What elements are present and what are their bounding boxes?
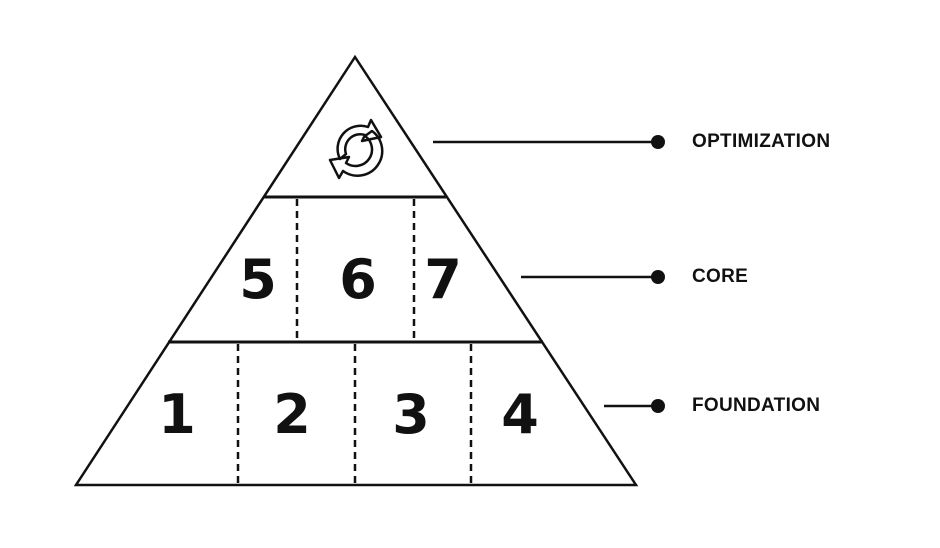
label-optimization: OPTIMIZATION (692, 131, 830, 152)
foundation-number-2: 2 (273, 383, 311, 446)
core-number-5: 5 (239, 248, 277, 311)
callout-core (521, 270, 665, 284)
callout-dot-optimization (651, 135, 665, 149)
callout-foundation (604, 399, 665, 413)
core-number-6: 6 (339, 248, 377, 311)
foundation-number-4: 4 (501, 383, 539, 446)
foundation-number-3: 3 (392, 383, 430, 446)
callout-optimization (433, 135, 665, 149)
pyramid-outline (73, 54, 639, 487)
foundation-number-1: 1 (158, 383, 196, 446)
callout-dot-core (651, 270, 665, 284)
refresh-cycle-icon (328, 118, 384, 180)
label-core: CORE (692, 266, 748, 287)
core-number-7: 7 (424, 248, 462, 311)
callout-dot-foundation (651, 399, 665, 413)
label-foundation: FOUNDATION (692, 395, 820, 416)
